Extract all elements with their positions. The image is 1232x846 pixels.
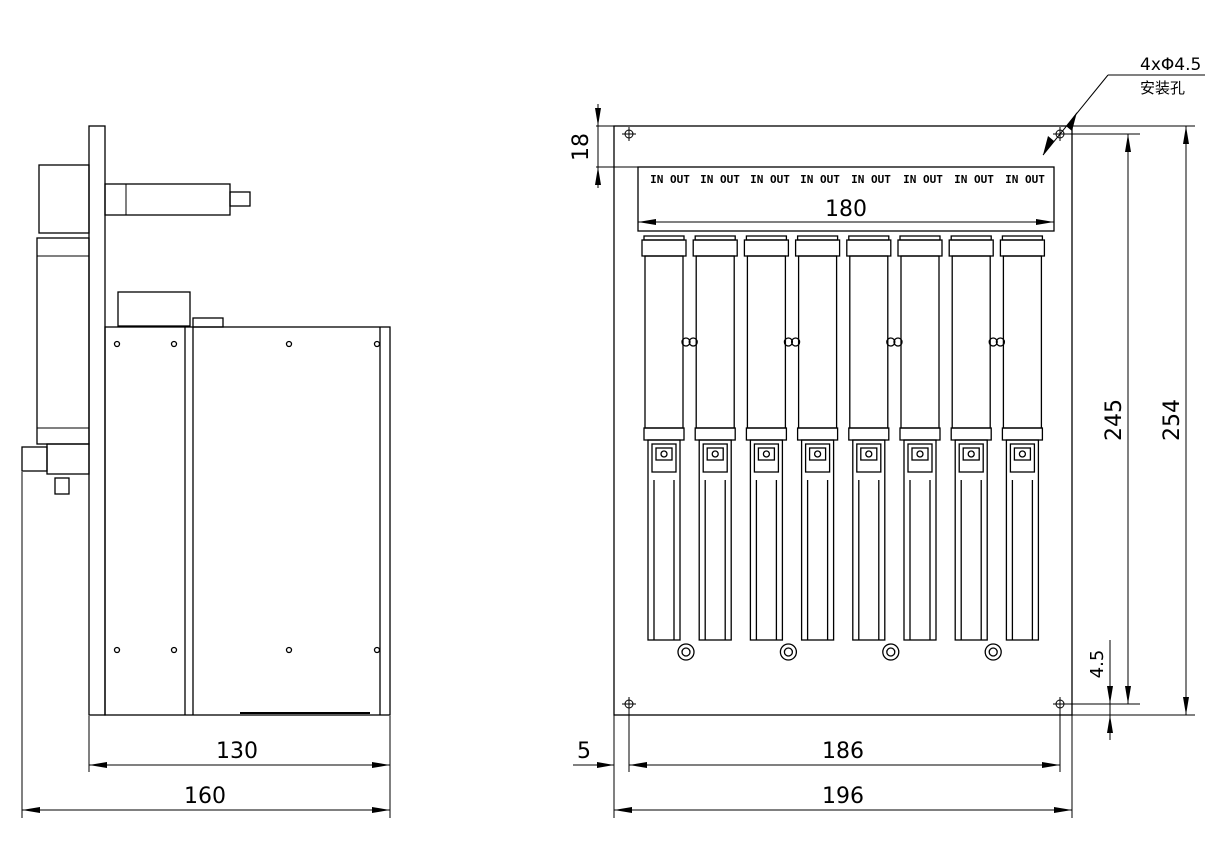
hole-callout-spec: 4xΦ4.5: [1140, 55, 1201, 75]
port-label-strip: [637, 166, 1055, 232]
dim-label-strip-width: 180: [825, 197, 867, 222]
port-label-5: IN OUT: [851, 173, 891, 186]
dim-total-height: 254: [1160, 399, 1185, 441]
dim-depth-inner: 130: [216, 739, 258, 764]
shaft-tip: [229, 191, 251, 207]
back-plate: [613, 125, 1073, 716]
motor-block: [38, 164, 90, 234]
pump-unit: [743, 235, 798, 661]
pump-body-side: [36, 237, 90, 445]
hole-callout: 4xΦ4.5 安装孔: [1042, 55, 1205, 156]
port-label-2: IN OUT: [700, 173, 740, 186]
pump-array: [641, 235, 1046, 661]
hole-callout-note: 安装孔: [1140, 79, 1185, 97]
port-label-6: IN OUT: [903, 173, 943, 186]
pump-unit: [995, 235, 1046, 641]
dim-hole-spacing-v: 245: [1102, 399, 1127, 441]
pump-unit: [948, 235, 1002, 661]
port-label-3: IN OUT: [750, 173, 790, 186]
front-view: IN OUT IN OUT IN OUT IN OUT IN OUT IN OU…: [569, 55, 1205, 818]
pump-unit: [790, 235, 841, 641]
dim-total-width: 196: [822, 784, 864, 809]
shaft-housing: [104, 183, 231, 216]
port-label-4: IN OUT: [800, 173, 840, 186]
pump-unit: [846, 235, 900, 661]
dim-top-offset: 18: [569, 133, 594, 161]
dim-edge-offset: 5: [577, 739, 591, 764]
mounting-plate-side: [88, 125, 106, 716]
dim-bottom-offset: 4.5: [1087, 650, 1108, 679]
dim-depth-total: 160: [184, 784, 226, 809]
port-label-7: IN OUT: [954, 173, 994, 186]
side-view: 130 160: [21, 125, 391, 818]
port-labels: IN OUT IN OUT IN OUT IN OUT IN OUT IN OU…: [650, 173, 1045, 186]
port-label-1: IN OUT: [650, 173, 690, 186]
top-box: [117, 291, 191, 327]
pump-unit: [688, 235, 738, 641]
port-label-8: IN OUT: [1005, 173, 1045, 186]
dim-hole-spacing-h: 186: [822, 739, 864, 764]
pump-unit: [641, 235, 695, 661]
pump-unit: [893, 235, 943, 641]
enclosure-side: [104, 326, 391, 716]
